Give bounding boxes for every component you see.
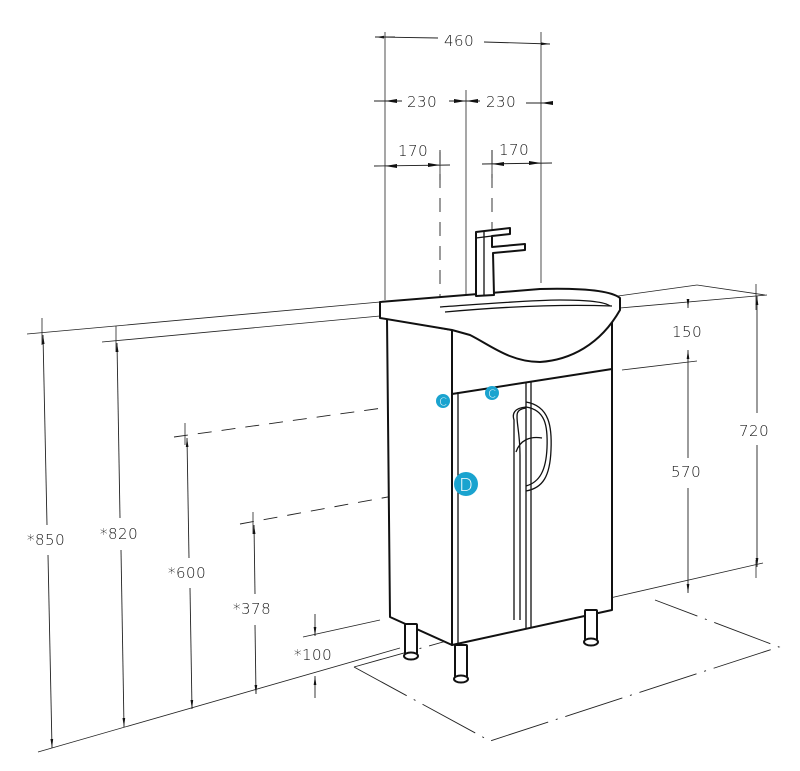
- dim-820-label: *820: [100, 525, 138, 543]
- svg-text:C: C: [439, 396, 447, 409]
- floor-footprint: [353, 599, 781, 742]
- marker-c-right: C: [485, 386, 499, 401]
- dimension-150: 150: [672, 299, 702, 341]
- dimension-460: 460: [374, 32, 551, 50]
- faucet: [475, 227, 526, 297]
- dim-600-label: *600: [168, 564, 206, 582]
- dim-230-left-label: 230: [407, 93, 437, 111]
- dimension-600: *600: [168, 437, 206, 710]
- dim-100-label: *100: [294, 646, 332, 664]
- dim-170-right-label: 170: [499, 141, 529, 159]
- dimension-850: *850: [27, 334, 65, 749]
- marker-d-drain: D: [454, 472, 478, 496]
- dim-570-label: 570: [671, 463, 701, 481]
- right-reference-lines: [609, 284, 768, 599]
- dimension-170-170: 170 170: [373, 141, 553, 180]
- dimension-720: 720: [739, 296, 769, 567]
- svg-text:C: C: [488, 388, 496, 401]
- dimension-820: *820: [100, 342, 138, 728]
- dimension-570: 570: [671, 350, 701, 593]
- dim-850-label: *850: [27, 531, 65, 549]
- cabinet-legs: [403, 609, 599, 684]
- dim-378-label: *378: [233, 600, 271, 618]
- washbasin: [379, 287, 621, 363]
- dim-460-label: 460: [444, 32, 474, 50]
- dim-720-label: 720: [739, 422, 769, 440]
- dimension-378: *378: [233, 524, 271, 695]
- dim-150-label: 150: [672, 323, 702, 341]
- dim-230-right-label: 230: [486, 93, 516, 111]
- dimension-100: *100: [294, 614, 332, 698]
- svg-text:D: D: [459, 475, 473, 496]
- marker-c-left: C: [436, 394, 450, 409]
- left-reference-lines: [26, 301, 449, 753]
- dimension-230-230: 230 230: [374, 93, 553, 111]
- dim-170-left-label: 170: [398, 142, 428, 160]
